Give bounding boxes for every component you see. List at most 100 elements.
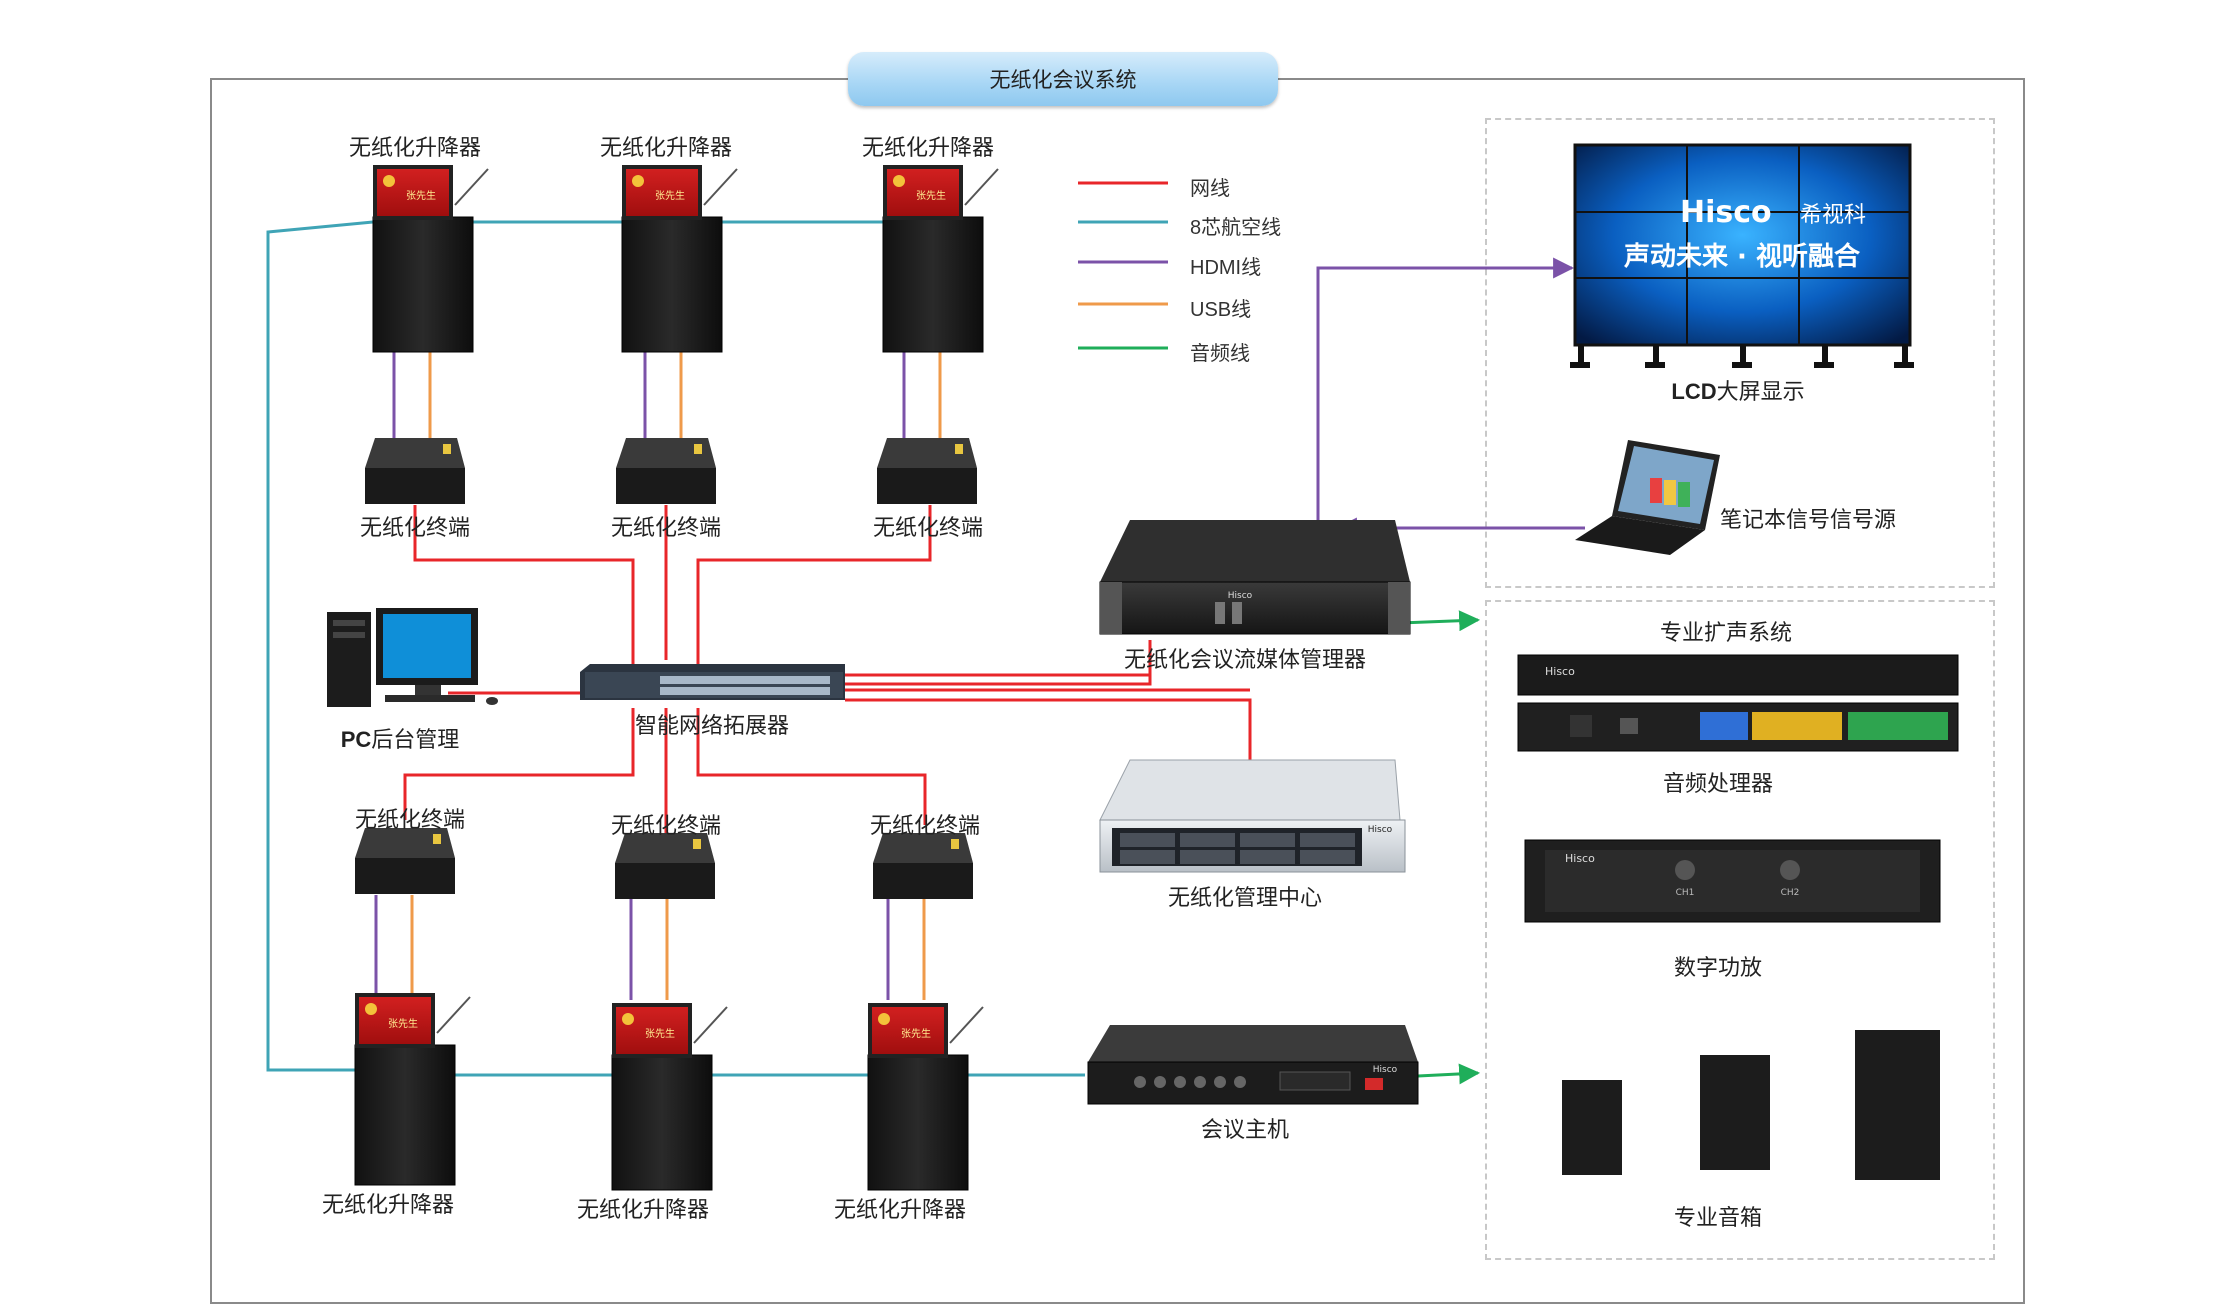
terminal-bottom-1 (355, 828, 455, 894)
audio-processor-unit: Hisco (1517, 654, 1959, 752)
lifter-top-1: 张先生 (372, 165, 489, 353)
microphone-icon (693, 1006, 728, 1044)
label-lifter-top-1: 无纸化升降器 (348, 136, 482, 161)
label-pc-suffix: 后台管理 (371, 728, 460, 753)
label-lifter-top-3: 无纸化升降器 (861, 136, 995, 161)
emblem-icon (622, 1013, 634, 1025)
audio-links (1399, 610, 1481, 1085)
network-cables (403, 505, 1252, 835)
label-lifter-top-2: 无纸化升降器 (599, 136, 733, 161)
label-terminal-top-1: 无纸化终端 (359, 516, 471, 541)
conference-host-unit: Hisco (1087, 1025, 1419, 1105)
mouse-icon (486, 697, 498, 705)
pc-tower-icon (327, 612, 371, 707)
label-pc: PC后台管理 (341, 722, 460, 754)
emblem-icon (893, 175, 905, 187)
svg-text:希视科: 希视科 (1800, 203, 1866, 228)
label-terminal-top-2: 无纸化终端 (610, 516, 722, 541)
laptop-icon (1575, 440, 1720, 555)
label-pa-system: 专业扩声系统 (1659, 621, 1793, 646)
aviation-cable-ring (266, 220, 1085, 1077)
lifter-top-3: 张先生 (882, 165, 999, 353)
terminal-top-3 (877, 438, 977, 504)
legend-label-aviation: 8芯航空线 (1190, 217, 1282, 239)
microphone-icon (949, 1006, 984, 1044)
svg-text:张先生: 张先生 (901, 1027, 931, 1040)
svg-text:声动未来 · 视听融合: 声动未来 · 视听融合 (1624, 241, 1861, 272)
svg-text:Hisco: Hisco (1368, 825, 1393, 835)
streaming-server: Hisco (1099, 520, 1411, 635)
hdmi-display-links (1316, 257, 1585, 539)
speakers-group (1562, 1030, 1940, 1180)
label-lcd-prefix: LCD (1671, 379, 1717, 404)
label-terminal-bottom-2: 无纸化终端 (610, 814, 722, 839)
svg-text:Hisco: Hisco (1545, 665, 1575, 678)
label-conference-host: 会议主机 (1200, 1118, 1290, 1143)
emblem-icon (632, 175, 644, 187)
label-lcd-suffix: 大屏显示 (1716, 380, 1805, 405)
terminal-bottom-2 (615, 833, 715, 899)
lifter-top-2: 张先生 (621, 165, 738, 353)
svg-text:Hisco: Hisco (1373, 1065, 1398, 1075)
microphone-icon (964, 168, 999, 206)
terminal-top-1 (365, 438, 465, 504)
label-lifter-bottom-2: 无纸化升降器 (576, 1198, 710, 1223)
svg-text:张先生: 张先生 (655, 189, 685, 202)
svg-text:张先生: 张先生 (645, 1027, 675, 1040)
terminal-bottom-3 (873, 833, 973, 899)
label-lcd: LCD大屏显示 (1671, 374, 1804, 406)
hdmi-usb-top (392, 350, 942, 440)
emblem-icon (383, 175, 395, 187)
svg-text:Hisco: Hisco (1565, 852, 1595, 865)
diagram-title: 无纸化会议系统 (848, 52, 1278, 106)
label-terminal-bottom-1: 无纸化终端 (354, 808, 466, 833)
microphone-icon (703, 168, 738, 206)
label-audio-processor: 音频处理器 (1662, 772, 1774, 797)
svg-text:张先生: 张先生 (388, 1017, 418, 1030)
amplifier-unit: Hisco CH1 CH2 (1524, 839, 1941, 923)
svg-text:Hisco: Hisco (1680, 195, 1772, 230)
hdmi-usb-bottom (374, 895, 926, 1000)
label-laptop: 笔记本信号信号源 (1719, 508, 1897, 533)
svg-text:CH2: CH2 (1781, 888, 1800, 898)
lifter-bottom-3: 张先生 (867, 1003, 984, 1191)
svg-text:张先生: 张先生 (916, 189, 946, 202)
legend-label-usb: USB线 (1190, 299, 1252, 321)
keyboard-icon (385, 695, 475, 702)
speaker-icon (1855, 1030, 1940, 1180)
legend-label-network: 网线 (1190, 178, 1230, 200)
speaker-icon (1700, 1055, 1770, 1170)
label-terminal-top-3: 无纸化终端 (872, 516, 984, 541)
audio-panel (1485, 600, 1995, 1260)
terminal-top-2 (616, 438, 716, 504)
display-panel (1485, 118, 1995, 588)
microphone-icon (436, 996, 471, 1034)
svg-text:CH1: CH1 (1676, 888, 1695, 898)
svg-text:张先生: 张先生 (406, 189, 436, 202)
title-text: 无纸化会议系统 (989, 68, 1137, 92)
label-pc-prefix: PC (340, 727, 372, 752)
emblem-icon (878, 1013, 890, 1025)
lcd-video-wall: Hisco 希视科 声动未来 · 视听融合 (1570, 143, 1914, 368)
label-amplifier: 数字功放 (1673, 956, 1763, 981)
label-management-center: 无纸化管理中心 (1167, 886, 1323, 911)
legend-label-audio: 音频线 (1190, 343, 1250, 365)
svg-text:Hisco: Hisco (1228, 591, 1253, 601)
label-speakers: 专业音箱 (1673, 1206, 1763, 1231)
label-lifter-bottom-3: 无纸化升降器 (833, 1198, 967, 1223)
pc-workstation (327, 608, 498, 707)
network-switch (580, 664, 845, 700)
legend-label-hdmi: HDMI线 (1190, 257, 1262, 279)
legend (1078, 181, 1168, 350)
label-lifter-bottom-1: 无纸化升降器 (321, 1193, 455, 1218)
label-terminal-bottom-3: 无纸化终端 (869, 814, 981, 839)
microphone-icon (454, 168, 489, 206)
lifter-bottom-1: 张先生 (354, 993, 471, 1186)
lifter-bottom-2: 张先生 (611, 1003, 728, 1191)
label-switch: 智能网络拓展器 (634, 714, 790, 739)
label-streaming-server: 无纸化会议流媒体管理器 (1123, 648, 1367, 673)
management-center-server: Hisco (1099, 759, 1406, 873)
speaker-icon (1562, 1080, 1622, 1175)
emblem-icon (365, 1003, 377, 1015)
